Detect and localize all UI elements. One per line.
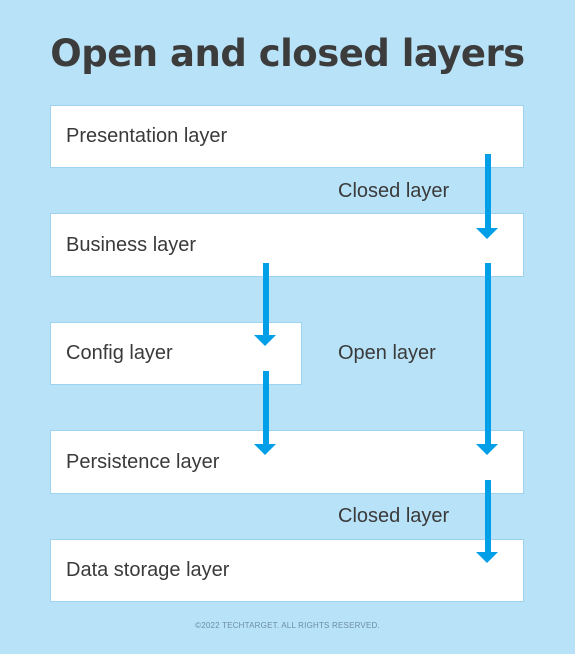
open-layer-label: Open layer (338, 342, 436, 364)
arrow-business-to-config (254, 263, 276, 346)
presentation-layer-label: Presentation layer (66, 125, 228, 147)
copyright-notice: ©2022 TECHTARGET. ALL RIGHTS RESERVED. (195, 621, 380, 630)
business-layer-box: Business layer (50, 213, 524, 277)
config-layer-box: Config layer (50, 322, 302, 385)
data-storage-layer-box: Data storage layer (50, 539, 524, 602)
diagram-title: Open and closed layers (50, 32, 525, 75)
presentation-layer-box: Presentation layer (50, 105, 524, 168)
closed-layer-label-bottom: Closed layer (338, 505, 450, 527)
business-layer-label: Business layer (66, 233, 197, 256)
arrow-config-to-persistence (254, 371, 276, 455)
arrow-persistence-to-data-storage (476, 480, 498, 563)
arrow-presentation-to-business (476, 154, 498, 239)
data-storage-layer-label: Data storage layer (66, 559, 230, 581)
closed-layer-label-top: Closed layer (338, 180, 450, 202)
arrow-business-to-persistence (476, 263, 498, 455)
persistence-layer-label: Persistence layer (66, 450, 220, 473)
config-layer-label: Config layer (66, 342, 173, 364)
persistence-layer-box: Persistence layer (50, 430, 524, 494)
